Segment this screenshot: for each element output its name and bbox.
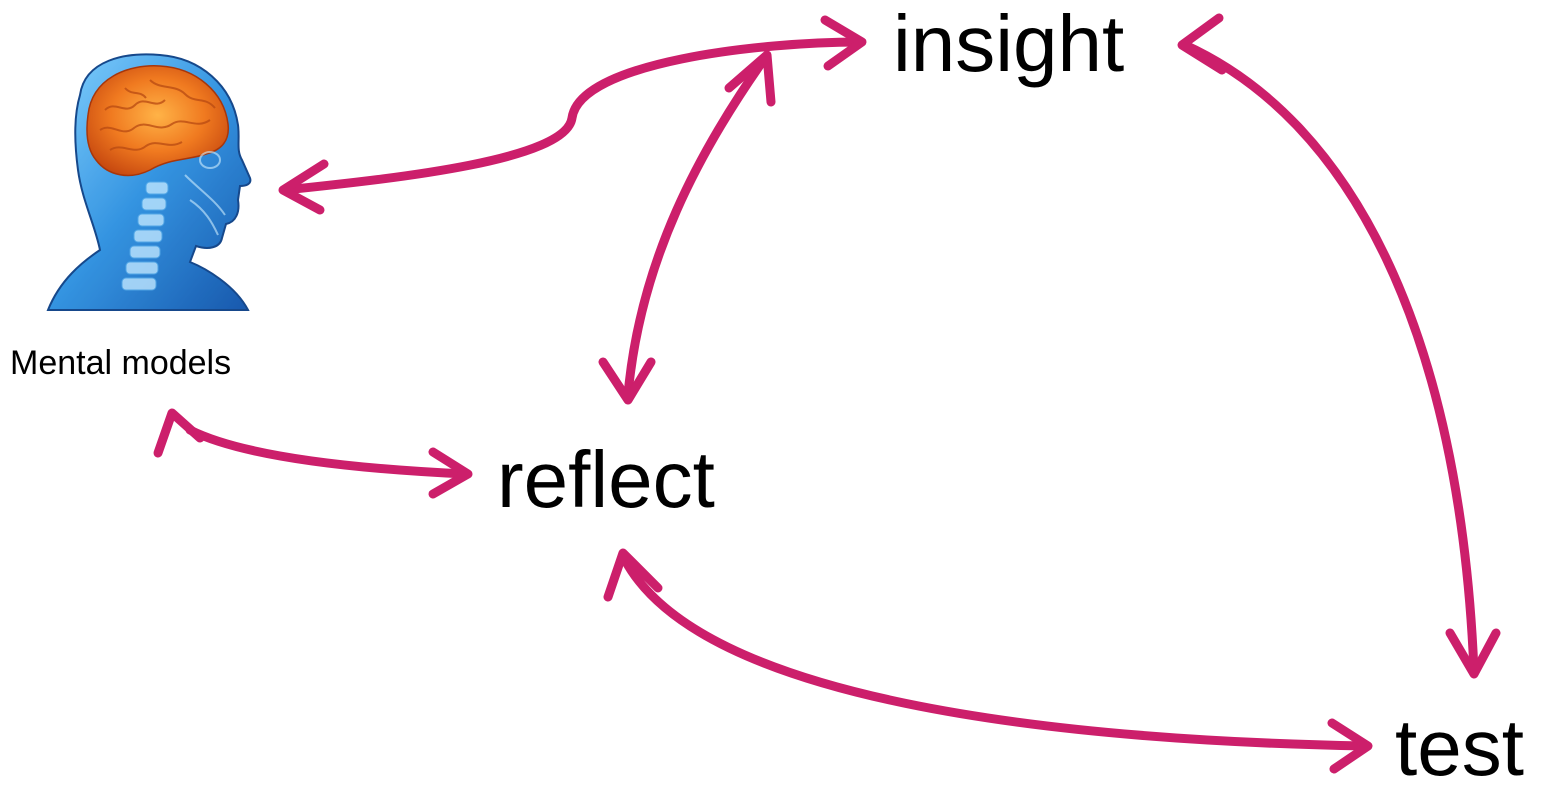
- node-mental-models-label: Mental models: [10, 344, 232, 382]
- arrow-mental-reflect: [185, 425, 470, 479]
- arrowhead-insight-reflect-top: [724, 50, 776, 107]
- node-test: test: [1395, 703, 1524, 792]
- arrowhead-reflect-left: [428, 447, 473, 499]
- arrow-insight-mental: [280, 37, 865, 195]
- arrow-insight-reflect: [623, 53, 770, 400]
- arrowhead-mental-bottom: [153, 408, 205, 458]
- arrowhead-test-left: [1327, 718, 1373, 774]
- arrow-reflect-test: [620, 555, 1370, 751]
- arrow-insight-test: [1180, 40, 1479, 677]
- arrowhead-insight-right: [1177, 13, 1227, 75]
- arrowhead-test-top: [1445, 628, 1501, 679]
- node-insight: insight: [893, 0, 1125, 88]
- node-reflect: reflect: [497, 435, 715, 524]
- arrowhead-insight-left: [820, 15, 867, 71]
- arrowhead-reflect-bottom: [603, 548, 663, 602]
- arrowhead-reflect-top: [598, 357, 656, 405]
- brain-head-icon: [46, 53, 252, 311]
- arrowhead-mental-head: [278, 159, 329, 215]
